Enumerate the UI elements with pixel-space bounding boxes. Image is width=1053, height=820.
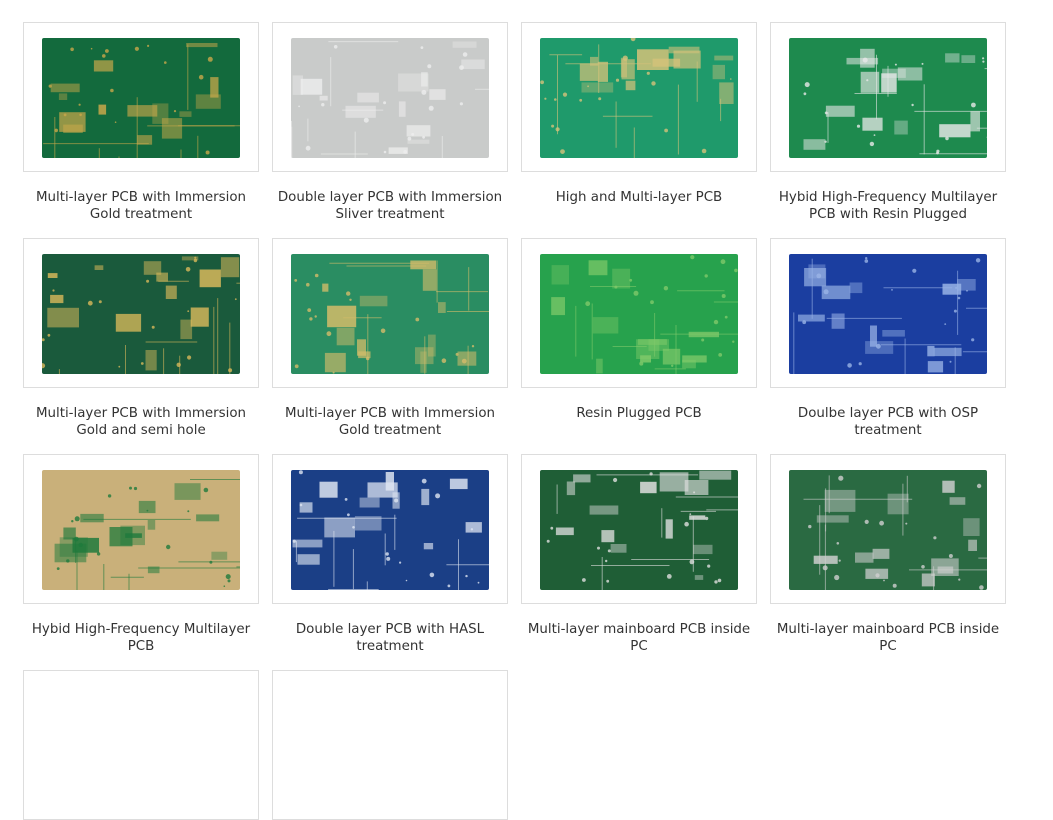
pcb-board-icon xyxy=(291,38,489,158)
product-card[interactable]: Double layer PCB with HASL treatment xyxy=(272,454,508,655)
product-caption[interactable]: Doulbe layer PCB with OSP treatment xyxy=(797,406,979,438)
product-card[interactable]: Double layer PCB with Immersion Sliver t… xyxy=(272,22,508,223)
product-card[interactable]: High and Multi-layer PCB xyxy=(521,22,757,206)
pcb-board-icon xyxy=(540,254,738,374)
product-thumbnail[interactable] xyxy=(770,454,1006,604)
pcb-board-icon xyxy=(540,36,738,158)
pcb-board-icon xyxy=(39,254,240,374)
pcb-traces-icon xyxy=(540,36,734,158)
pcb-board-icon xyxy=(789,38,987,158)
product-thumbnail[interactable] xyxy=(272,238,508,388)
pcb-traces-icon xyxy=(294,260,489,374)
product-caption[interactable]: Double layer PCB with Immersion Sliver t… xyxy=(277,190,503,222)
pcb-traces-icon xyxy=(551,255,738,374)
pcb-board-icon xyxy=(291,470,489,590)
pcb-traces-icon xyxy=(39,256,240,374)
pcb-board-icon xyxy=(540,470,738,590)
pcb-board-icon xyxy=(42,470,240,590)
product-thumbnail[interactable] xyxy=(272,454,508,604)
product-card[interactable]: Doulbe layer PCB with OSP treatment xyxy=(770,238,1006,439)
product-card[interactable]: Multi-layer PCB with Immersion Gold trea… xyxy=(272,238,508,439)
product-thumbnail[interactable] xyxy=(521,22,757,172)
product-thumbnail[interactable] xyxy=(23,22,259,172)
product-thumbnail[interactable] xyxy=(770,22,1006,172)
product-caption[interactable]: Multi-layer PCB with Immersion Gold and … xyxy=(35,406,247,438)
product-card[interactable]: Hybid High-Frequency Multilayer PCB with… xyxy=(770,22,1006,223)
product-card[interactable]: Multi-layer mainboard PCB inside PC xyxy=(770,454,1006,655)
product-card[interactable]: Multi-layer PCB with Immersion Gold and … xyxy=(23,238,259,439)
product-caption[interactable]: Resin Plugged PCB xyxy=(576,406,702,421)
product-caption[interactable]: Double layer PCB with HASL treatment xyxy=(295,622,485,654)
pcb-traces-icon xyxy=(292,470,489,590)
pcb-traces-icon xyxy=(803,475,987,590)
product-thumbnail[interactable] xyxy=(23,454,259,604)
pcb-traces-icon xyxy=(43,43,240,158)
product-thumbnail[interactable] xyxy=(521,454,757,604)
product-caption[interactable]: Multi-layer mainboard PCB inside PC xyxy=(527,622,751,654)
product-thumbnail-partial[interactable] xyxy=(23,670,259,820)
pcb-board-icon xyxy=(789,254,987,374)
product-thumbnail[interactable] xyxy=(23,238,259,388)
product-caption[interactable]: Multi-layer PCB with Immersion Gold trea… xyxy=(284,406,496,438)
pcb-traces-icon xyxy=(54,479,240,590)
pcb-board-icon xyxy=(42,38,240,158)
product-thumbnail[interactable] xyxy=(521,238,757,388)
pcb-board-icon xyxy=(291,254,489,374)
product-card[interactable]: Hybid High-Frequency Multilayer PCB xyxy=(23,454,259,655)
product-card[interactable]: Multi-layer mainboard PCB inside PC xyxy=(521,454,757,655)
product-caption[interactable]: Hybid High-Frequency Multilayer PCB with… xyxy=(778,190,998,222)
pcb-traces-icon xyxy=(291,41,489,158)
pcb-traces-icon xyxy=(803,48,987,155)
product-caption[interactable]: Hybid High-Frequency Multilayer PCB xyxy=(31,622,251,654)
pcb-traces-icon xyxy=(546,470,738,590)
product-card[interactable]: Resin Plugged PCB xyxy=(521,238,757,422)
product-thumbnail[interactable] xyxy=(770,238,1006,388)
pcb-board-icon xyxy=(789,470,987,590)
product-thumbnail[interactable] xyxy=(272,22,508,172)
product-caption[interactable]: Multi-layer PCB with Immersion Gold trea… xyxy=(35,190,247,222)
product-card[interactable]: Multi-layer PCB with Immersion Gold trea… xyxy=(23,22,259,223)
product-caption[interactable]: Multi-layer mainboard PCB inside PC xyxy=(776,622,1000,654)
pcb-traces-icon xyxy=(793,257,987,374)
product-grid: Multi-layer PCB with Immersion Gold trea… xyxy=(23,22,1006,820)
product-caption[interactable]: High and Multi-layer PCB xyxy=(555,190,723,205)
product-thumbnail-partial[interactable] xyxy=(272,670,508,820)
